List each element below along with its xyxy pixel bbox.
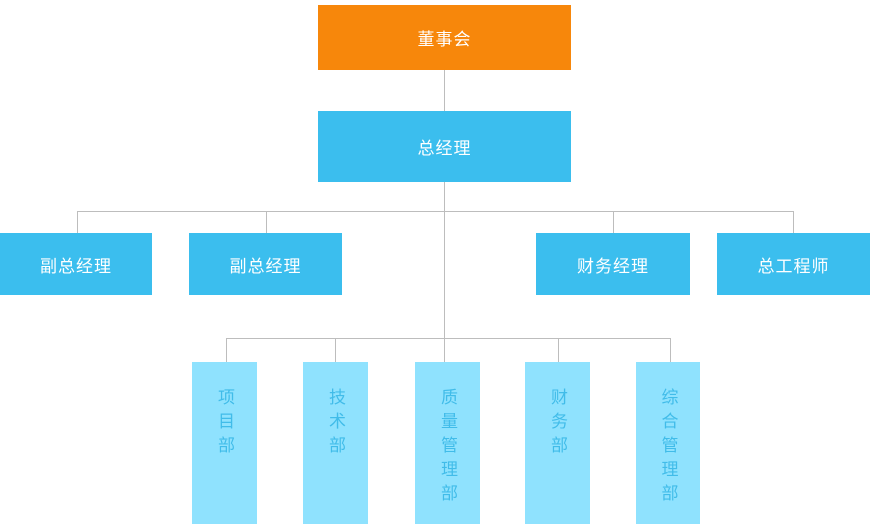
node-project-dept: 项目部: [192, 362, 257, 524]
node-deputy-gm-1-label: 副总经理: [40, 256, 112, 276]
connector-drop-deputy-gm-1: [77, 211, 78, 233]
connector-departments-rail: [226, 338, 670, 339]
connector-drop-chief-engineer: [793, 211, 794, 233]
connector-drop-general-admin-dept: [670, 338, 671, 362]
node-finance-dept: 财务部: [525, 362, 590, 524]
node-project-dept-label: 项目部: [215, 388, 234, 460]
node-general-manager: 总经理: [318, 111, 571, 182]
connector-drop-technology-dept: [335, 338, 336, 362]
node-finance-manager-label: 财务经理: [577, 256, 649, 276]
node-deputy-gm-2: 副总经理: [189, 233, 342, 295]
node-technology-dept-label: 技术部: [326, 388, 345, 460]
connector-drop-finance-dept: [558, 338, 559, 362]
node-deputy-gm-2-label: 副总经理: [229, 256, 302, 276]
connector-managers-rail: [77, 211, 794, 212]
node-general-manager-label: 总经理: [417, 139, 472, 158]
connector-drop-deputy-gm-2: [266, 211, 267, 233]
node-chief-engineer: 总工程师: [717, 233, 870, 295]
node-chief-engineer-label: 总工程师: [757, 256, 830, 276]
node-finance-manager: 财务经理: [536, 233, 690, 295]
node-general-admin-dept-label: 综合管理部: [658, 388, 678, 508]
node-technology-dept: 技术部: [303, 362, 368, 524]
node-general-admin-dept: 综合管理部: [636, 362, 700, 524]
node-finance-dept-label: 财务部: [548, 388, 567, 460]
connector-gm-trunk: [444, 182, 445, 362]
node-quality-management-dept-label: 质量管理部: [438, 388, 457, 508]
node-deputy-gm-1: 副总经理: [0, 233, 152, 295]
connector-board-to-gm: [444, 70, 445, 111]
connector-drop-project-dept: [226, 338, 227, 362]
connector-drop-finance-manager: [613, 211, 614, 233]
node-board-of-directors: 董事会: [318, 5, 571, 70]
node-board-of-directors-label: 董事会: [417, 30, 472, 49]
node-quality-management-dept: 质量管理部: [415, 362, 480, 524]
